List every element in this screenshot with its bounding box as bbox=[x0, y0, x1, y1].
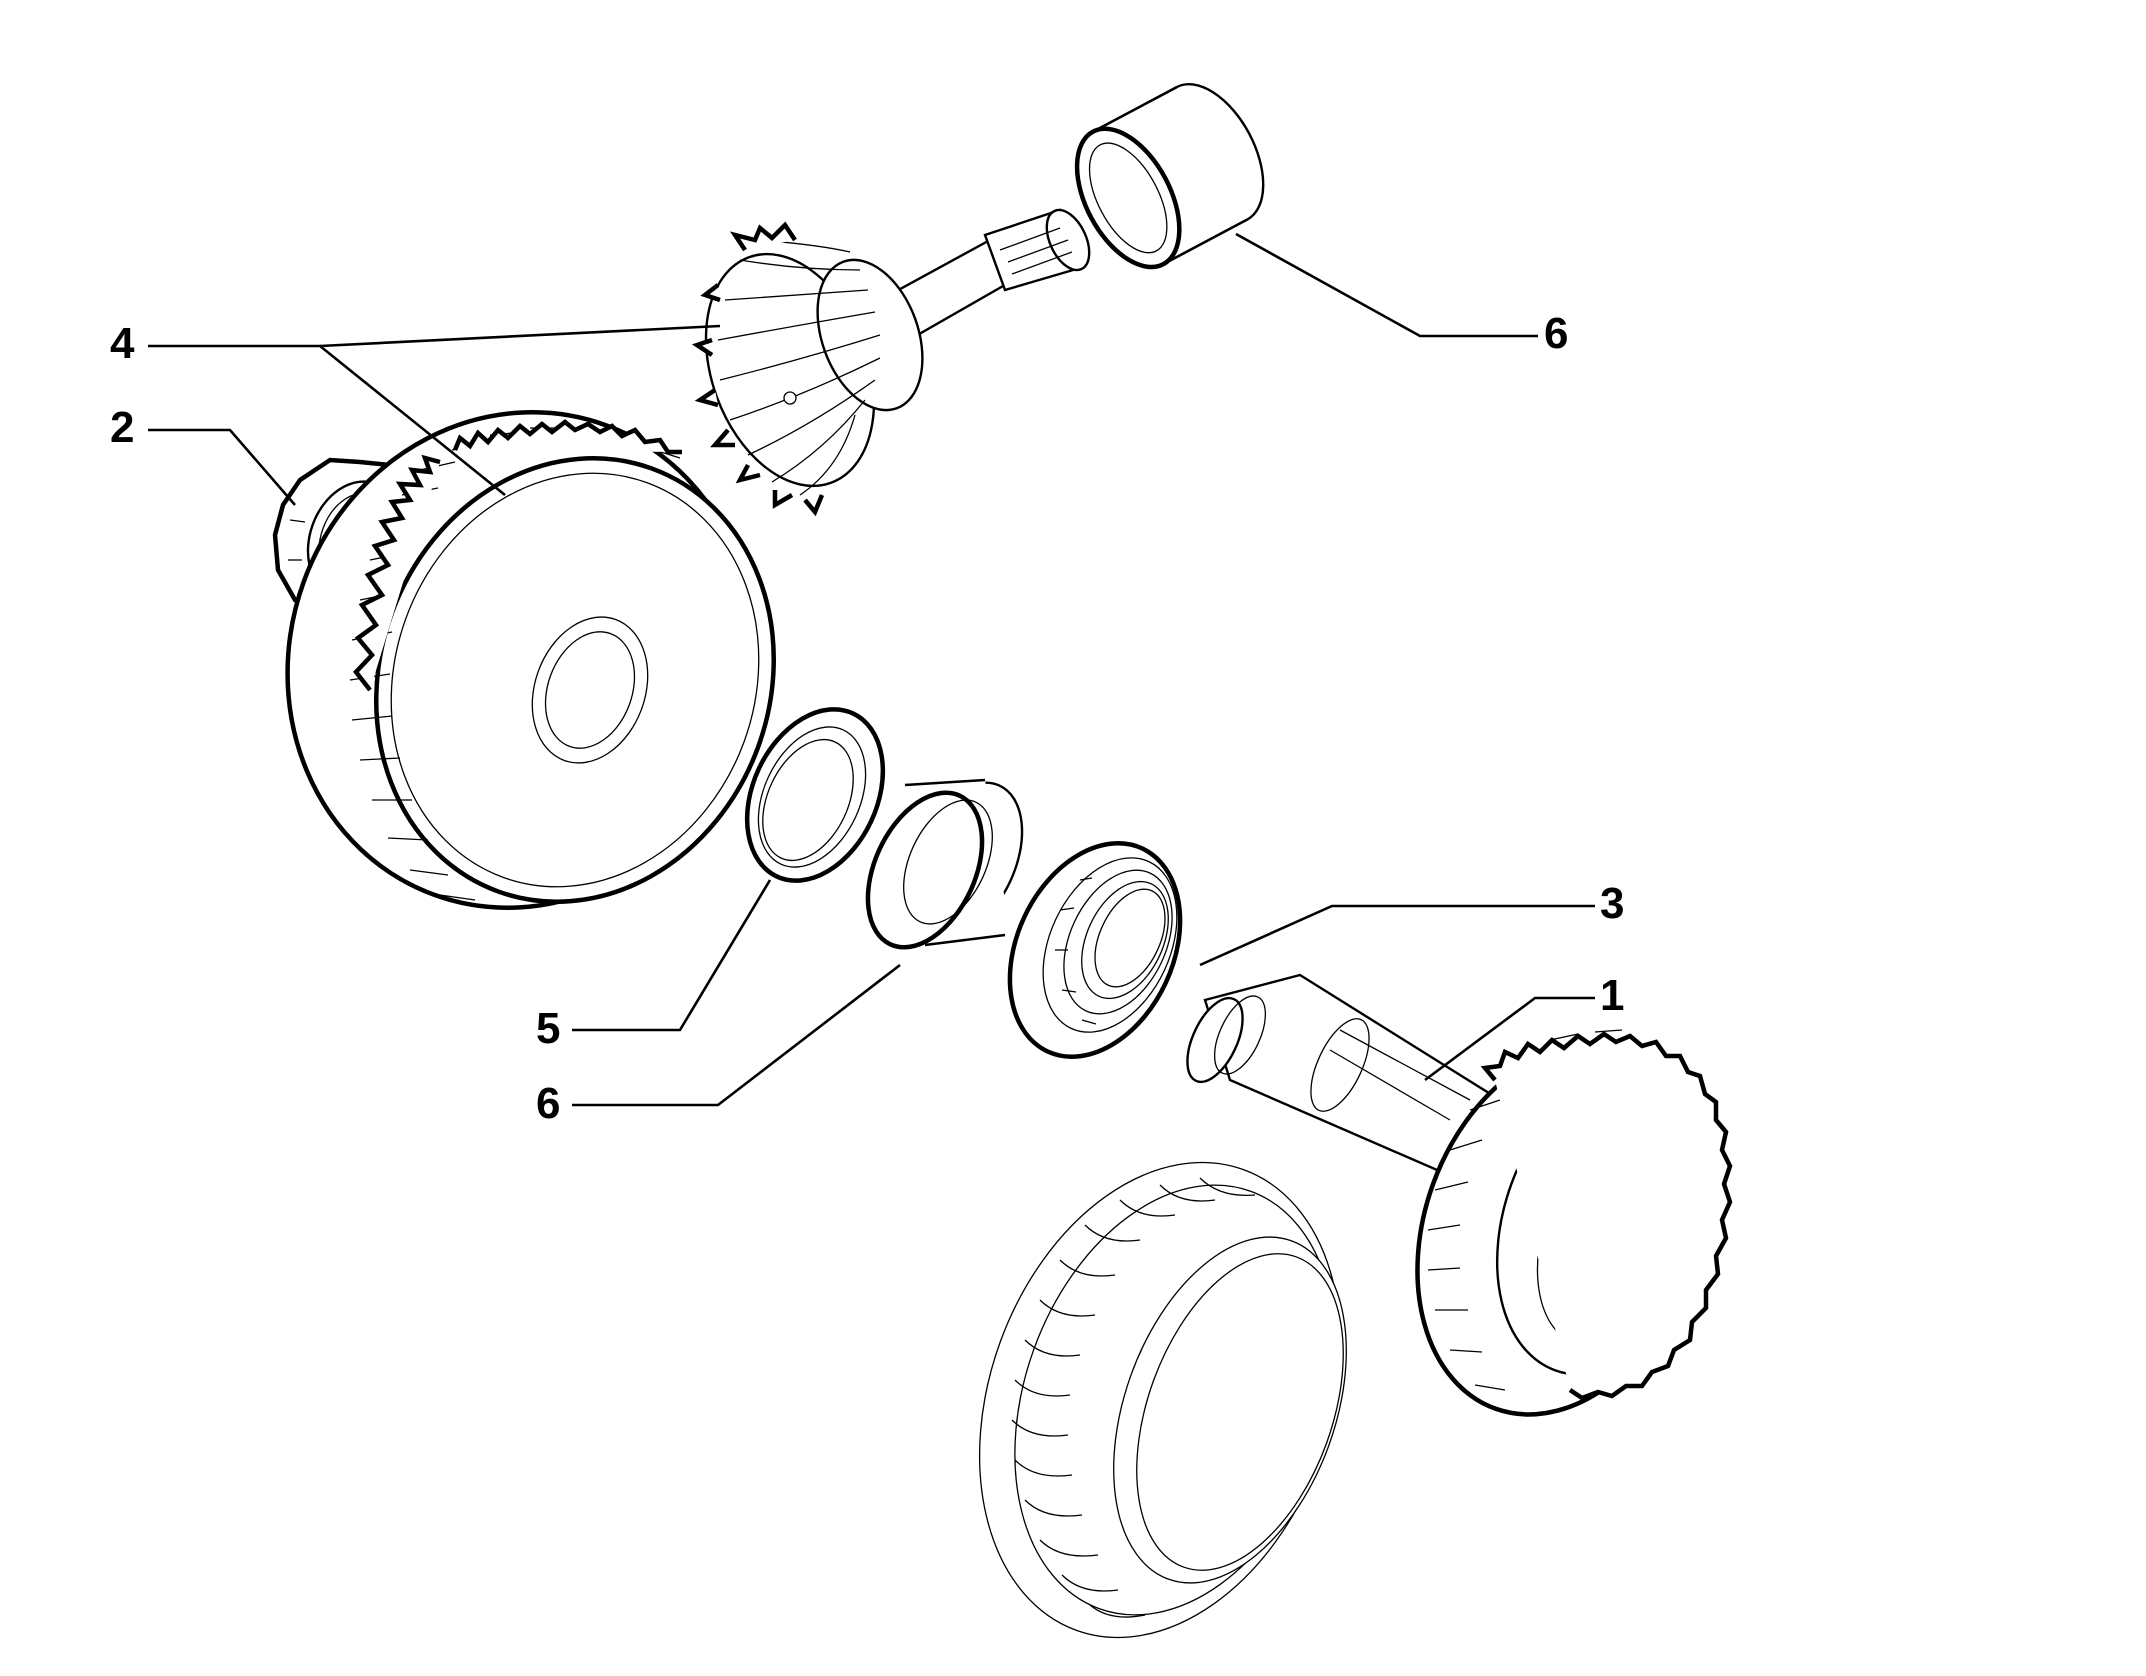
pinion-shaft bbox=[691, 208, 1091, 517]
taper-roller-bearing bbox=[1007, 841, 1183, 1059]
shim-washer bbox=[744, 707, 886, 883]
callout-labels: 1 2 3 4 5 6 6 bbox=[110, 309, 1624, 1128]
callout-6-lower: 6 bbox=[536, 1079, 560, 1128]
callout-3: 3 bbox=[1600, 879, 1624, 928]
callout-2: 2 bbox=[110, 403, 134, 452]
callout-1: 1 bbox=[1600, 971, 1624, 1020]
callout-4: 4 bbox=[110, 319, 135, 368]
leader-lines bbox=[148, 232, 1595, 1107]
bearing-cup-top bbox=[1074, 82, 1265, 270]
bearing-cup-lower bbox=[865, 778, 1024, 950]
callout-5: 5 bbox=[536, 1004, 560, 1053]
output-shaft-gear bbox=[1186, 973, 1733, 1417]
callout-6-top: 6 bbox=[1544, 309, 1568, 358]
helical-gear-ring bbox=[978, 1161, 1347, 1639]
crown-wheel bbox=[285, 410, 776, 910]
